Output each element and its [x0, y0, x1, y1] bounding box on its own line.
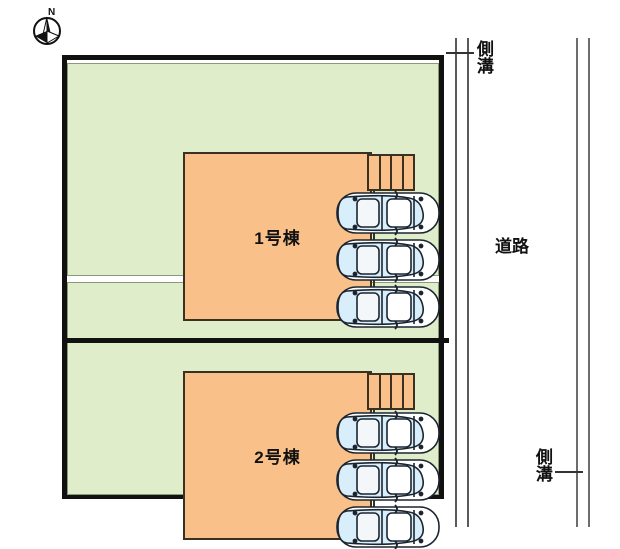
gutter-line-far-outer [588, 38, 590, 527]
stair-step [404, 375, 414, 408]
gutter-bottom-leader-line [555, 471, 583, 473]
stair-step [381, 375, 392, 408]
car-icon [335, 504, 441, 549]
compass-north-icon: N [30, 8, 64, 46]
gutter-top-label: 側溝 [473, 40, 493, 74]
compass-north-label: N [48, 7, 56, 18]
stair-step [404, 156, 414, 189]
building-1: 1号棟 [183, 152, 372, 321]
gutter-line-far-inner [576, 38, 578, 527]
gutter-bottom-label: 側溝 [532, 448, 552, 482]
car-icon [335, 237, 441, 283]
road-label: 道路 [495, 237, 529, 256]
stair-step [392, 156, 404, 189]
stairs-1 [367, 154, 415, 191]
stair-step [392, 375, 404, 408]
car-icon [335, 284, 441, 330]
car-icon [335, 410, 441, 456]
stair-step [369, 375, 381, 408]
lot-divider [67, 338, 449, 343]
gutter-line-near-inner [455, 38, 457, 527]
building-2: 2号棟 [183, 371, 372, 540]
stair-step [381, 156, 392, 189]
building-2-label: 2号棟 [254, 448, 301, 467]
site-boundary: 1号棟 2号棟 [62, 55, 449, 549]
car-icon [335, 190, 441, 236]
stairs-2 [367, 373, 415, 410]
gutter-line-near-outer [467, 38, 469, 527]
building-1-label: 1号棟 [254, 229, 301, 248]
car-icon [335, 457, 441, 503]
gutter-top-leader-line [446, 52, 474, 54]
stair-step [369, 156, 381, 189]
